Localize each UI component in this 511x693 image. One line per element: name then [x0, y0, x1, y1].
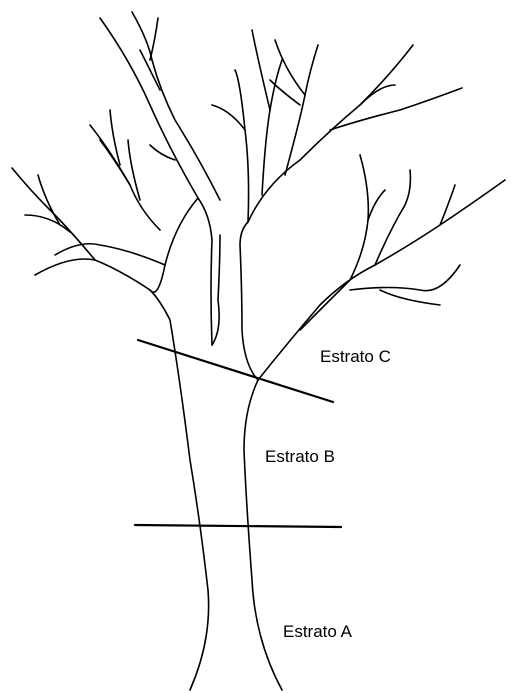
center-twig-2 [212, 105, 245, 130]
right-upper-twig-3 [330, 88, 462, 130]
inner-branch-left-return [212, 235, 220, 345]
right-lower-twig-2 [375, 170, 410, 265]
right-lower-twig-1 [368, 190, 385, 220]
estrato-c-divider [138, 340, 333, 402]
estrato-b-label: Estrato B [265, 447, 335, 467]
center-branch-upper [235, 70, 249, 222]
left-sub-twig-4 [150, 145, 175, 160]
inner-branch-left [150, 198, 212, 345]
far-left-branch-inner [55, 244, 165, 265]
left-main-branch-inner [132, 12, 220, 200]
center-twig-1 [252, 30, 270, 110]
right-upper-branch [300, 45, 413, 160]
center-branch-upper-right [262, 60, 282, 195]
estrato-c-label: Estrato C [320, 347, 391, 367]
trunk-left-outline [150, 290, 209, 690]
left-sub-twig-3 [128, 140, 140, 200]
estrato-a-label: Estrato A [283, 622, 352, 642]
right-lower-branch [320, 180, 505, 305]
left-twig-1 [150, 18, 158, 60]
right-upper-branch-inner [285, 45, 318, 175]
right-lower-twig-3 [440, 185, 455, 225]
right-lower-twig-5 [380, 290, 440, 305]
right-upper-twig-1 [270, 80, 300, 105]
left-main-branch [100, 18, 198, 198]
left-twig-2 [140, 50, 160, 90]
estrato-b-divider [135, 525, 341, 527]
right-lower-branch-inner [300, 155, 368, 330]
far-left-branch-outer [35, 259, 150, 290]
